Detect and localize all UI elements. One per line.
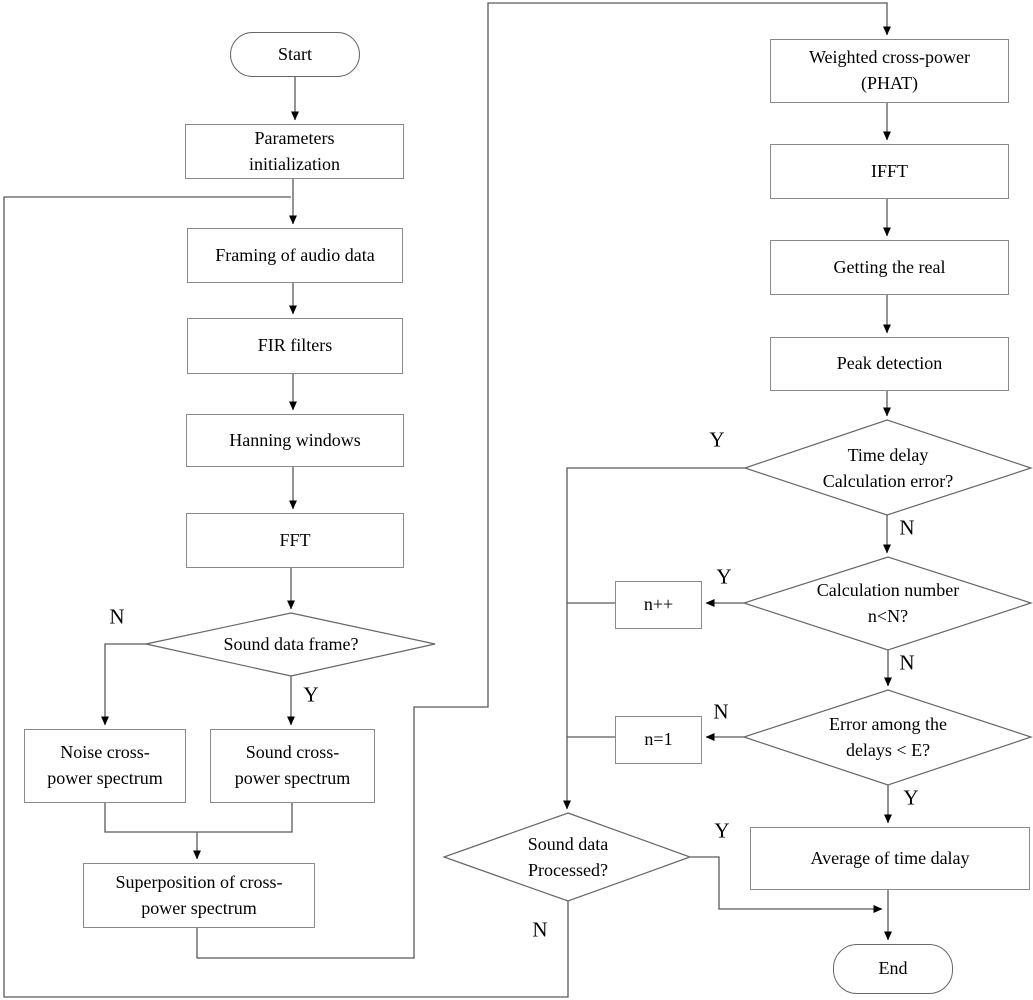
diamond-time-delay-error (743, 419, 1033, 516)
branch-error-among-yes: Y (903, 785, 919, 810)
node-noise-cross-power: Noise cross- power spectrum (24, 729, 186, 803)
diamond-calculation-number (742, 556, 1033, 651)
edge-soundprocessed-feedback (3, 196, 569, 998)
edge-superposition-weighted (196, 2, 891, 959)
branch-calc-num-no: N (899, 650, 915, 675)
node-fft: FFT (186, 513, 404, 568)
node-n-increment: n++ (615, 581, 702, 629)
node-getting-the-real: Getting the real (770, 240, 1009, 295)
branch-time-delay-yes: Y (709, 427, 725, 452)
node-hanning-windows: Hanning windows (186, 414, 404, 467)
node-start: Start (230, 32, 360, 77)
node-fir-filters: FIR filters (187, 318, 403, 374)
branch-time-delay-no: N (899, 515, 915, 540)
node-weighted-cross-power: Weighted cross-power (PHAT) (770, 39, 1009, 103)
node-superposition: Superposition of cross- power spectrum (83, 863, 315, 928)
label-error-among-delays: Error among the delays < E? (829, 713, 947, 760)
branch-sound-frame-yes: Y (303, 682, 319, 707)
node-peak-detection: Peak detection (770, 337, 1009, 391)
diamond-sound-data-processed (442, 812, 692, 902)
branch-sound-frame-no: N (109, 604, 125, 629)
label-calculation-number: Calculation number n<N? (816, 579, 960, 626)
edge-soundprocessed-yes-join (690, 856, 883, 913)
node-n-reset: n=1 (615, 716, 702, 764)
branch-sound-processed-no: N (532, 917, 548, 942)
node-parameters-initialization: Parameters initialization (185, 124, 404, 179)
node-ifft: IFFT (770, 144, 1009, 199)
label-sound-data-processed: Sound data Processed? (527, 833, 609, 880)
branch-sound-processed-yes: Y (714, 818, 730, 843)
label-sound-data-frame: Sound data frame? (223, 633, 359, 654)
edge-soundframe-noise (101, 643, 146, 726)
node-framing-audio-data: Framing of audio data (187, 228, 403, 283)
node-average-time-delay: Average of time dalay (750, 827, 1030, 890)
branch-error-among-no: N (713, 699, 729, 724)
edge-timedelay-soundprocessed (563, 467, 745, 810)
branch-calc-num-yes: Y (716, 564, 732, 589)
diamond-sound-data-frame (145, 612, 436, 677)
node-sound-cross-power: Sound cross- power spectrum (210, 729, 375, 803)
label-time-delay-error: Time delay Calculation error? (822, 444, 954, 491)
edge-join-cps (104, 803, 293, 833)
diamond-error-among-delays (742, 689, 1033, 786)
node-end: End (833, 944, 953, 994)
